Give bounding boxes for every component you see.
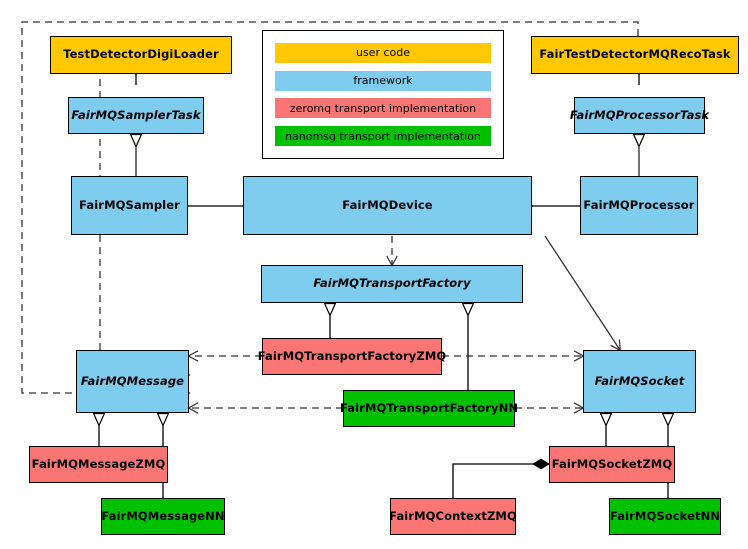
class-node-fairmqtransportfactoryzmq[interactable]: FairMQTransportFactoryZMQ	[258, 338, 446, 375]
class-label: FairMQDevice	[342, 197, 433, 212]
class-node-fairmqmessage[interactable]: FairMQMessage	[76, 350, 189, 413]
class-label: FairTestDetectorMQRecoTask	[539, 47, 731, 62]
class-label: FairMQSampler	[79, 197, 180, 212]
legend-label-framework: framework	[353, 74, 413, 88]
class-label: FairMQTransportFactory	[313, 276, 471, 291]
legend-item-nanomsg: nanomsg transport implementation	[275, 126, 491, 147]
class-label: FairMQMessageZMQ	[31, 456, 166, 471]
class-node-fairmqtransportfactorynn[interactable]: FairMQTransportFactoryNN	[339, 390, 519, 427]
class-node-fairmqsocketzmq[interactable]: FairMQSocketZMQ	[549, 446, 675, 483]
class-node-fairmqprocessortask[interactable]: FairMQProcessorTask	[570, 97, 709, 134]
class-node-fairmqtransportfactory[interactable]: FairMQTransportFactory	[261, 265, 523, 303]
class-label: FairMQProcessorTask	[569, 107, 710, 122]
class-node-fairmqsocket[interactable]: FairMQSocket	[583, 350, 696, 413]
class-label: FairMQSocketNN	[609, 508, 721, 523]
legend-label-zeromq: zeromq transport implementation	[289, 101, 477, 115]
class-node-fairmqdevice[interactable]: FairMQDevice	[243, 176, 532, 235]
legend-label-nanomsg: nanomsg transport implementation	[285, 129, 481, 143]
class-label: FairMQTransportFactoryNN	[339, 400, 519, 415]
class-label: TestDetectorDigiLoader	[63, 47, 219, 62]
class-node-fairmqcontextzmq[interactable]: FairMQContextZMQ	[389, 498, 517, 535]
class-label: FairMQProcessor	[583, 197, 695, 212]
legend-item-zeromq: zeromq transport implementation	[275, 98, 491, 119]
legend-label-user-code: user code	[355, 46, 411, 60]
class-label: FairMQTransportFactoryZMQ	[257, 348, 447, 363]
class-label: FairMQMessage	[80, 373, 185, 388]
class-node-fairmqsampler[interactable]: FairMQSampler	[71, 176, 188, 235]
class-label: FairMQContextZMQ	[389, 508, 517, 523]
class-node-fairmqsocketnn[interactable]: FairMQSocketNN	[609, 498, 721, 535]
class-label: FairMQMessageNN	[101, 508, 225, 523]
class-node-fairmqmessagenn[interactable]: FairMQMessageNN	[101, 498, 225, 535]
class-node-testdetectordigiloader[interactable]: TestDetectorDigiLoader	[50, 36, 232, 74]
class-node-fairmqprocessor[interactable]: FairMQProcessor	[580, 176, 698, 235]
class-label: FairMQSocketZMQ	[551, 456, 673, 471]
legend: user code framework zeromq transport imp…	[262, 30, 504, 159]
class-node-fairtestdetectormqrecotask[interactable]: FairTestDetectorMQRecoTask	[531, 36, 739, 74]
class-label: FairMQSocket	[594, 373, 685, 388]
class-label: FairMQSamplerTask	[71, 107, 201, 122]
class-node-fairmqmessagezmq[interactable]: FairMQMessageZMQ	[29, 446, 168, 483]
legend-item-user-code: user code	[275, 42, 491, 63]
class-node-fairmqsamplertask[interactable]: FairMQSamplerTask	[68, 97, 204, 134]
legend-item-framework: framework	[275, 70, 491, 91]
